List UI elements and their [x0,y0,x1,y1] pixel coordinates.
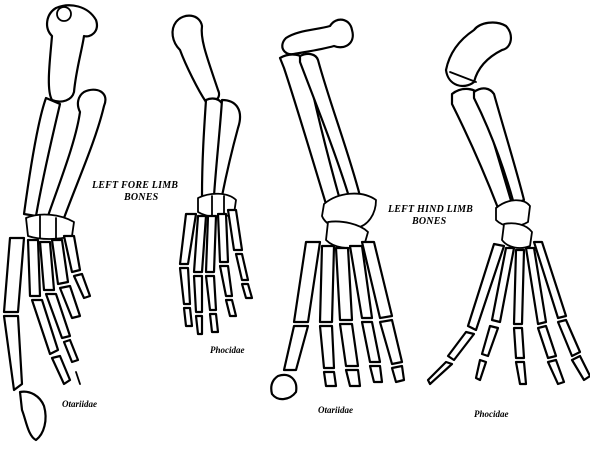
digit-1-phocidae-fore [178,212,198,266]
digit-4-otariidae-hind [348,244,374,320]
femur-otariidae-hind [281,18,354,56]
fore-limb-heading-line1: LEFT FORE LIMB [92,180,179,191]
hind-limb-heading-line2: BONES [412,216,447,227]
digit-2-otariidae-fore [26,238,42,298]
digit-4-phocidae-fore [216,212,230,264]
humerus-otariidae-fore [46,4,98,103]
digit-5-otariidae-fore [62,234,82,274]
digit-5-otariidae-hind [360,240,394,320]
digit-4-phocidae-hind [524,246,548,326]
hind-limb-phocidae-drawing [426,21,590,386]
digit-1-phocidae-hind [466,242,506,332]
digit-2-otariidae-hind [318,244,336,324]
femur-phocidae-hind [444,21,512,88]
digit-2-phocidae-fore [192,214,208,274]
hind-otariidae-caption: Otariidae [318,405,353,415]
digit-3-phocidae-fore [204,214,218,274]
digit-3-otariidae-fore [38,240,56,292]
fore-phocidae-caption: Phocidae [210,345,245,355]
humerus-phocidae-fore [171,14,221,104]
tibia-phocidae-hind [450,87,514,210]
fore-limb-heading: LEFT FORE LIMB BONES [92,180,178,204]
digit-5-phocidae-hind [532,240,568,320]
fore-limb-phocidae-drawing [171,14,254,336]
fore-limb-heading-line2: BONES [124,192,159,203]
fibula-phocidae-hind [472,87,526,206]
digit-4-otariidae-fore [50,238,70,286]
hind-limb-heading-line1: LEFT HIND LIMB [388,204,474,215]
digit-2-phocidae-hind [490,246,516,324]
digit-3-otariidae-hind [334,246,354,322]
tarsals-phocidae-hind [495,199,531,228]
digit-1-otariidae-hind [292,240,322,324]
fore-otariidae-caption: Otariidae [62,399,97,409]
hind-limb-heading: LEFT HIND LIMB BONES [388,204,473,228]
digit-3-phocidae-hind [512,248,526,326]
hind-phocidae-caption: Phocidae [474,409,509,419]
digit-5-phocidae-fore [226,208,244,252]
digit-1-otariidae-fore [2,236,26,314]
fore-limb-otariidae-drawing [2,4,107,442]
radius-phocidae-fore [212,98,242,198]
fibula-otariidae-hind [298,52,362,202]
humerus-head [56,6,72,22]
hind-limb-otariidae-drawing [270,18,406,401]
